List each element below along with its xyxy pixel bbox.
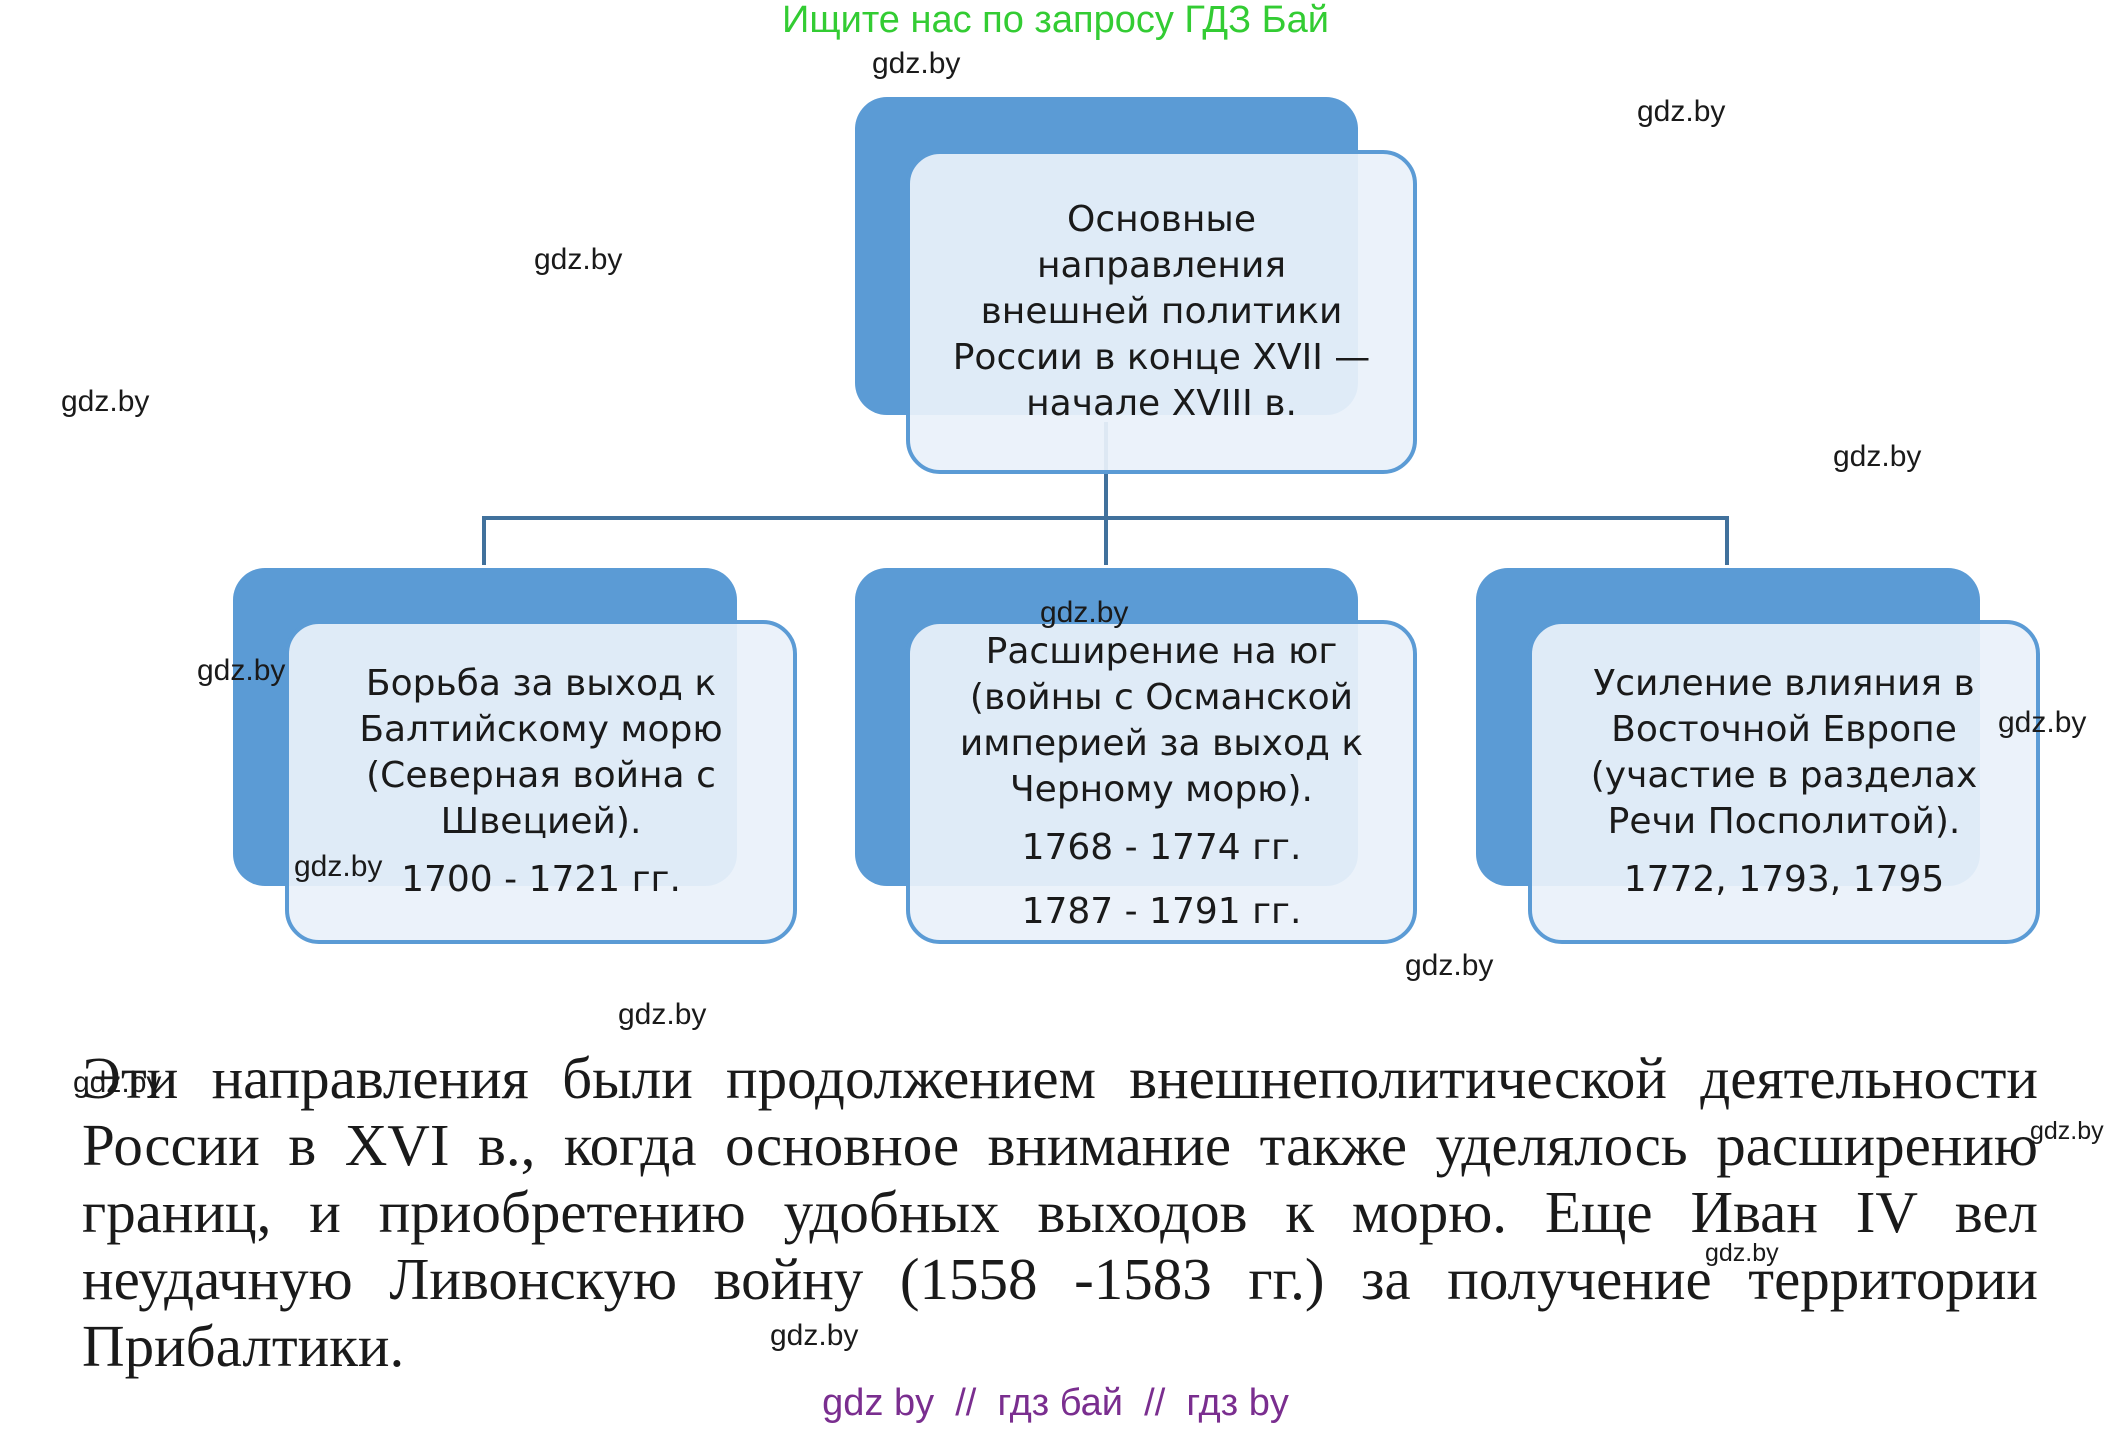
child-node-baltic-text: Борьба за выход к Балтийскому морю (Севе… — [359, 663, 723, 842]
child-node-east-europe-text: Усиление влияния в Восточной Европе (уча… — [1590, 663, 1978, 842]
watermark: gdz.by — [1040, 596, 1129, 629]
watermark: gdz.by — [61, 385, 150, 418]
child-node-baltic: Борьба за выход к Балтийскому морю (Севе… — [285, 620, 797, 944]
watermark: gdz.by — [618, 998, 707, 1031]
watermark: gdz.by — [534, 243, 623, 276]
child-node-south-text: Расширение на юг (войны с Османской импе… — [959, 631, 1364, 810]
child-node-east-europe-dates: 1772, 1793, 1795 — [1623, 859, 1945, 900]
child-node-south-dates-2: 1787 - 1791 гг. — [1021, 891, 1302, 932]
watermark: gdz.by — [1705, 1239, 1779, 1267]
watermark: gdz.by — [1998, 706, 2087, 739]
child-node-baltic-dates: 1700 - 1721 гг. — [401, 859, 681, 900]
child-node-south: Расширение на юг (войны с Османской импе… — [906, 620, 1417, 944]
watermark: gdz.by — [2030, 1117, 2104, 1145]
watermark: gdz.by — [1637, 95, 1726, 128]
watermark: gdz.by — [294, 850, 383, 883]
watermark: gdz.by — [872, 47, 961, 80]
watermark: gdz.by — [73, 1066, 162, 1099]
watermark: gdz.by — [1833, 440, 1922, 473]
watermark: gdz.by — [197, 654, 286, 687]
root-node-text: Основные направления внешней политики Ро… — [952, 199, 1371, 424]
footer-links: gdz by // гдз бай // гдз by — [822, 1382, 1289, 1424]
child-node-east-europe: Усиление влияния в Восточной Европе (уча… — [1528, 620, 2040, 944]
child-node-south-dates-1: 1768 - 1774 гг. — [1021, 827, 1302, 868]
watermark: gdz.by — [770, 1319, 859, 1352]
root-node: Основные направления внешней политики Ро… — [906, 150, 1417, 474]
search-banner: Ищите нас по запросу ГДЗ Бай — [782, 0, 1329, 41]
watermark: gdz.by — [1405, 949, 1494, 982]
body-paragraph: Эти направления были продолжением внешне… — [82, 1045, 2038, 1379]
